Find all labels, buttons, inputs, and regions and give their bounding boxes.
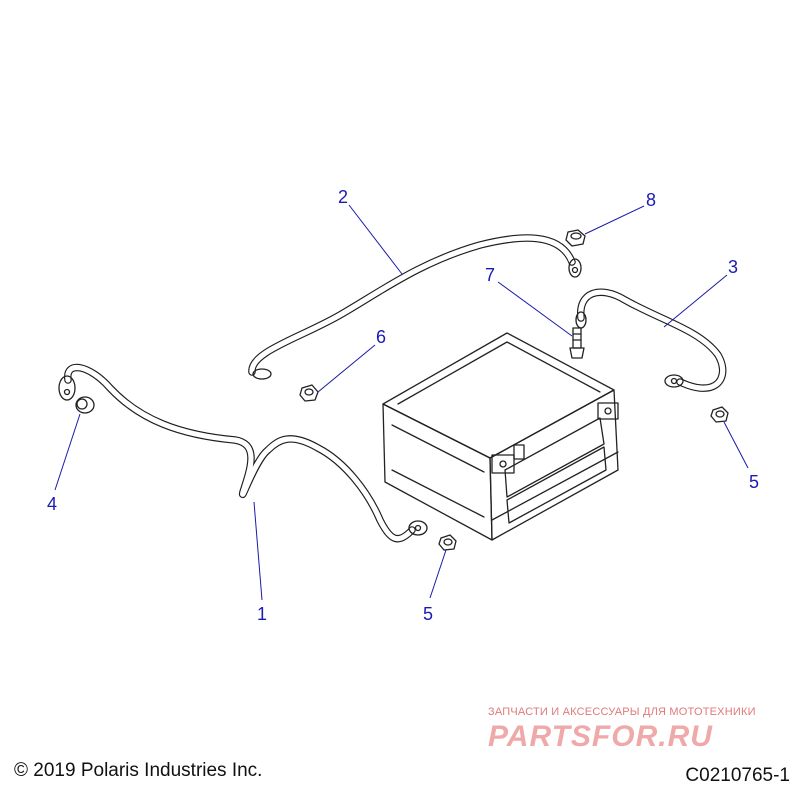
cable-1 (58, 363, 428, 543)
bolt-5-lower (438, 534, 457, 551)
leader-8 (584, 205, 645, 235)
copyright-notice: © 2019 Polaris Industries Inc. (14, 760, 263, 781)
leader-5-lower (429, 549, 447, 599)
leader-7 (497, 281, 573, 337)
cable-2 (248, 234, 582, 380)
callout-5-lower: 5 (423, 604, 433, 624)
cable-3 (575, 288, 727, 392)
nut-4 (75, 396, 95, 414)
watermark-tagline: ЗАПЧАСТИ И АКСЕССУАРЫ ДЛЯ МОТОТЕХНИКИ (488, 706, 756, 718)
leader-6 (317, 344, 376, 393)
leader-1 (253, 501, 263, 601)
callout-1: 1 (257, 604, 267, 624)
callout-2: 2 (338, 187, 348, 207)
leader-5-right (723, 421, 749, 469)
battery (382, 332, 619, 541)
callout-4: 4 (47, 494, 57, 514)
nut-8 (565, 229, 586, 247)
callout-6: 6 (376, 327, 386, 347)
callout-8: 8 (646, 190, 656, 210)
leader-3 (663, 274, 728, 328)
callout-3: 3 (728, 257, 738, 277)
bolt-6 (299, 384, 319, 402)
watermark-logo: PARTSFOR.RU (488, 720, 713, 753)
callout-7: 7 (485, 265, 495, 285)
callout-5-right: 5 (749, 472, 759, 492)
drawing-code: C0210765-1 (685, 765, 790, 786)
bolt-7 (569, 327, 585, 359)
leader-2 (348, 204, 403, 275)
leader-4 (54, 413, 81, 491)
bolt-5-right (710, 406, 729, 423)
